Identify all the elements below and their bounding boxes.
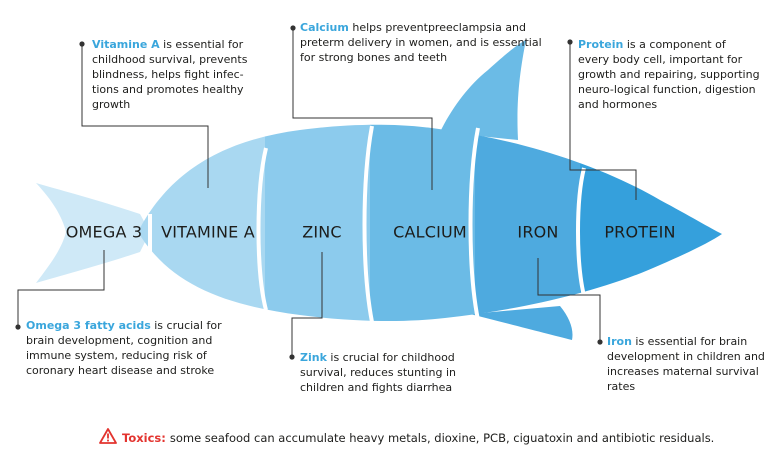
fish-bottom-fin <box>470 306 573 340</box>
note-iron: Iron is essential for brain development … <box>607 334 767 394</box>
toxics-footer: Toxics: some seafood can accumulate heav… <box>99 428 714 447</box>
note-term: Zink <box>300 351 327 364</box>
segment-label-protein: PROTEIN <box>604 222 676 242</box>
note-text: is essential for brain development in ch… <box>607 335 765 393</box>
footer-text: some seafood can accumulate heavy metals… <box>169 430 715 445</box>
warning-icon <box>99 428 117 447</box>
segment-zinc <box>265 124 370 322</box>
note-omega3: Omega 3 fatty acids is crucial for brain… <box>26 318 236 378</box>
note-term: Protein <box>578 38 624 51</box>
note-protein: Protein is a component of every body cel… <box>578 37 760 112</box>
note-term: Calcium <box>300 21 349 34</box>
note-text: helps preventpreeclampsia and preterm de… <box>300 21 542 64</box>
note-text: is crucial for childhood survival, reduc… <box>300 351 456 394</box>
segment-calcium <box>370 124 475 322</box>
segment-label-zinc: ZINC <box>302 222 342 242</box>
note-text: is a component of every body cell, impor… <box>578 38 760 111</box>
fish-tail <box>36 183 150 283</box>
leader-lines <box>17 30 637 355</box>
footer-term: Toxics: <box>122 430 166 445</box>
note-term: Omega 3 fatty acids <box>26 319 151 332</box>
note-vitamine-a: Vitamine A is essential for childhood su… <box>92 37 270 112</box>
note-text: is crucial for brain development, cognit… <box>26 319 222 377</box>
note-calcium: Calcium helps preventpreeclampsia and pr… <box>300 20 550 65</box>
segment-iron <box>475 124 580 322</box>
note-term: Vitamine A <box>92 38 160 51</box>
note-text: is essential for childhood survival, pre… <box>92 38 248 111</box>
segment-label-omega3: OMEGA 3 <box>65 222 143 242</box>
note-zink: Zink is crucial for childhood survival, … <box>300 350 470 395</box>
segment-label-calcium: CALCIUM <box>393 222 467 242</box>
segment-label-iron: IRON <box>517 222 559 242</box>
fish-top-fin <box>440 40 526 140</box>
note-term: Iron <box>607 335 632 348</box>
leader-dots <box>15 25 603 360</box>
segment-dividers <box>148 125 586 323</box>
segment-label-vitamine-a: VITAMINE A <box>161 222 255 242</box>
